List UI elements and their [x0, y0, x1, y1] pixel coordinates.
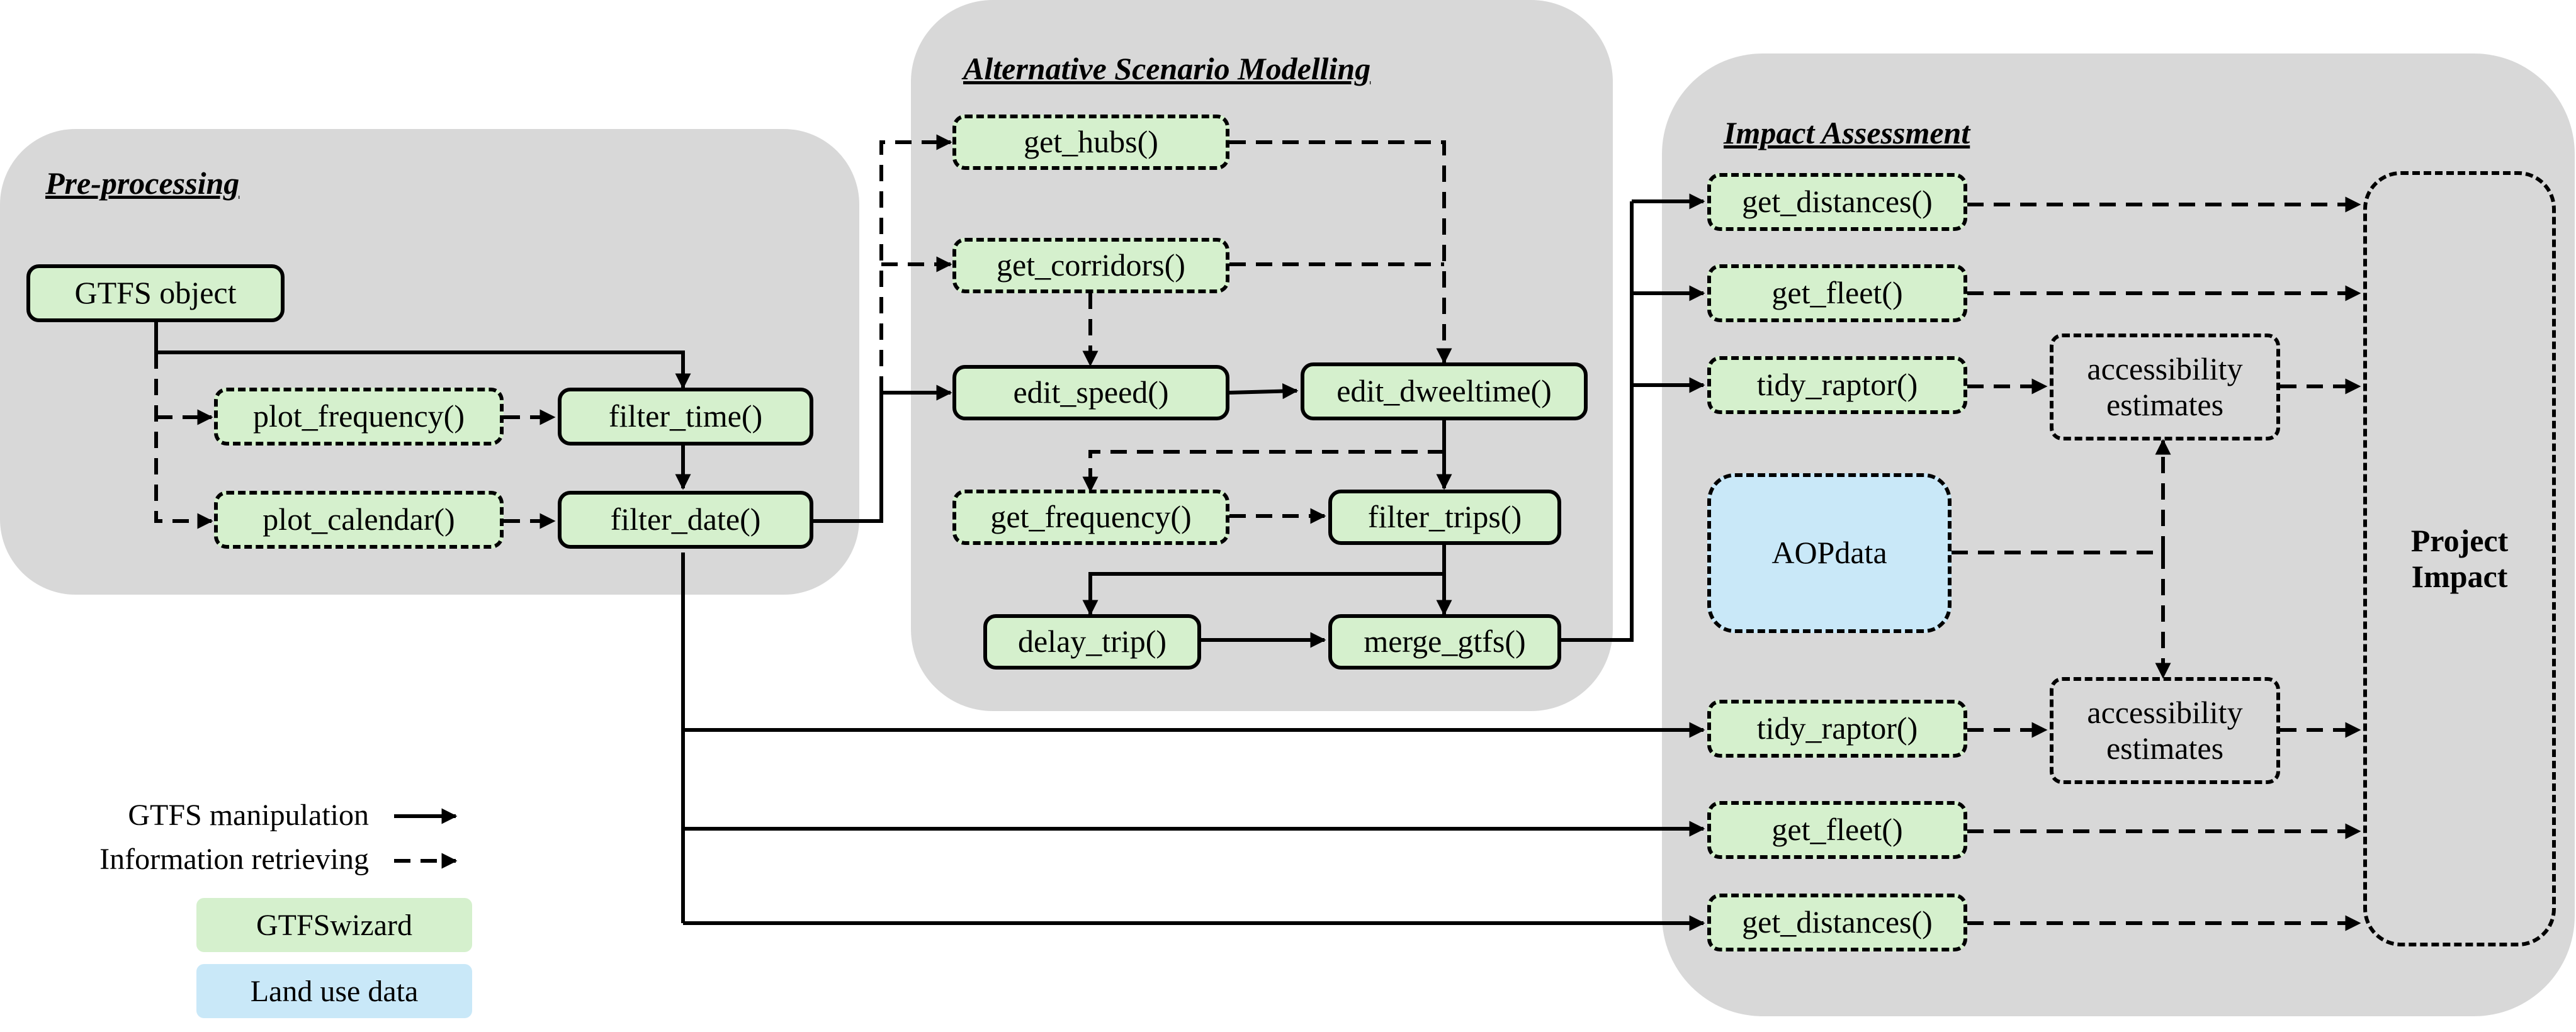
node-tidy-raptor-bottom: tidy_raptor() [1707, 700, 1967, 758]
node-get-fleet-top: get_fleet() [1707, 264, 1967, 322]
legend-dashed-label: Information retrieving [99, 843, 369, 876]
impact-assessment-title: Impact Assessment [1724, 115, 1970, 150]
node-get-frequency: get_frequency() [952, 490, 1229, 545]
node-gtfs-object: GTFS object [26, 264, 285, 322]
node-get-distances-top: get_distances() [1707, 173, 1967, 231]
legend-land-use-swatch: Land use data [196, 964, 472, 1018]
node-filter-trips: filter_trips() [1328, 490, 1561, 545]
node-filter-time: filter_time() [558, 388, 813, 446]
node-accessibility-estimates-top: accessibility estimates [2050, 334, 2280, 440]
node-merge-gtfs: merge_gtfs() [1328, 614, 1561, 670]
node-aopdata: AOPdata [1707, 473, 1952, 633]
edge-filter-trips-to-delay-trip [1082, 572, 1444, 616]
edge-get-hubs-to-edit-dweeltime [1229, 140, 1452, 364]
preprocessing-title: Pre-processing [45, 165, 240, 201]
node-edit-speed: edit_speed() [952, 365, 1229, 420]
edge-merge-gtfs-branch [1561, 201, 1634, 642]
scenario-modelling-title: Alternative Scenario Modelling [963, 51, 1371, 86]
edge-edit-speed-to-edit-dweeltime [1229, 383, 1299, 400]
node-plot-frequency: plot_frequency() [214, 388, 504, 446]
edge-filter-date-to-edit-speed [813, 384, 952, 523]
node-get-hubs: get_hubs() [952, 115, 1229, 170]
node-get-fleet-bottom: get_fleet() [1707, 801, 1967, 859]
node-accessibility-estimates-bottom: accessibility estimates [2050, 677, 2280, 784]
node-edit-dweeltime: edit_dweeltime() [1301, 362, 1588, 420]
legend-gtfswizard-swatch: GTFSwizard [196, 898, 472, 952]
node-get-corridors: get_corridors() [952, 238, 1229, 293]
edge-gtfs-to-filter-time [154, 321, 691, 390]
node-get-distances-bottom: get_distances() [1707, 894, 1967, 951]
node-project-impact: Project Impact [2363, 171, 2556, 946]
edge-filter-date-to-get-hubs [879, 134, 952, 393]
edge-gtfs-to-plot-frequency [154, 352, 213, 529]
node-tidy-raptor-top: tidy_raptor() [1707, 356, 1967, 414]
node-filter-date: filter_date() [558, 491, 813, 549]
node-delay-trip: delay_trip() [983, 614, 1201, 670]
edge-dweeltime-to-get-frequency [1082, 450, 1444, 493]
legend-solid-label: GTFS manipulation [128, 799, 369, 832]
node-plot-calendar: plot_calendar() [214, 491, 504, 549]
